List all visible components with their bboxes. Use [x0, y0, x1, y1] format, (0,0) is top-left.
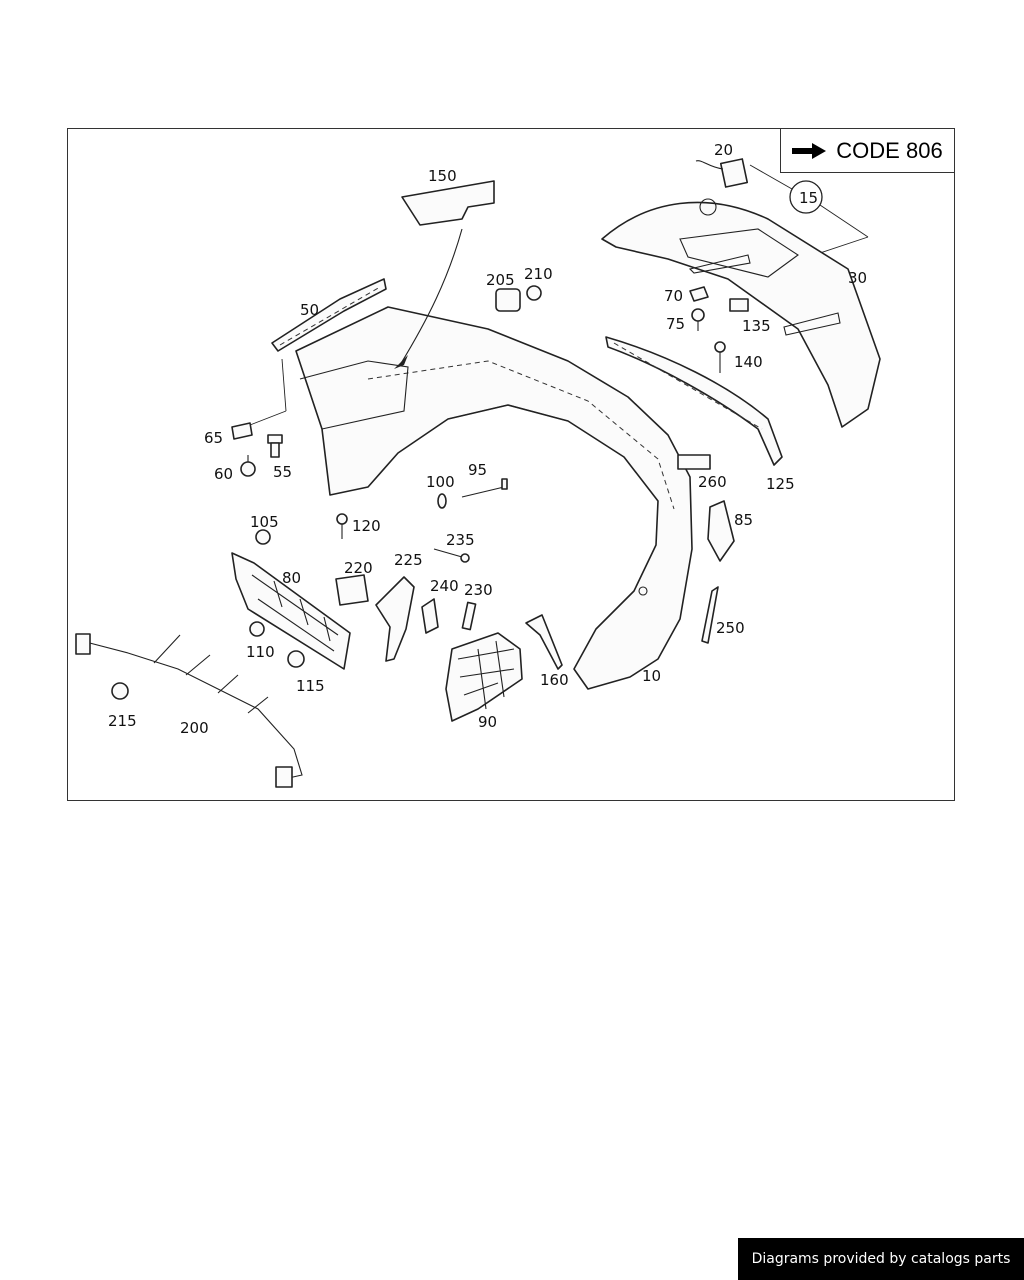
part-260-connector-block[interactable]	[677, 454, 711, 470]
part-115-nut[interactable]	[287, 650, 305, 668]
label-215: 215	[108, 712, 137, 730]
parts-diagram-frame: 10 15 20 30 50 55 60 65 70 75 80 85 90 9…	[67, 128, 955, 801]
part-205-sensor[interactable]	[495, 288, 521, 312]
label-250: 250	[716, 619, 745, 637]
callout-15-group	[749, 164, 869, 258]
footer-credit: Diagrams provided by catalogs parts	[738, 1238, 1024, 1280]
label-30: 30	[848, 269, 867, 287]
label-260: 260	[698, 473, 727, 491]
part-10-bumper-cover[interactable]	[295, 306, 693, 690]
label-95: 95	[468, 461, 487, 479]
part-200-wiring-harness[interactable]	[75, 633, 303, 788]
bumper-exploded-diagram: 10 15 20 30 50 55 60 65 70 75 80 85 90 9…	[75, 141, 881, 788]
part-80-mounting-bracket[interactable]	[231, 552, 351, 670]
part-20-sensor-connector[interactable]	[695, 158, 749, 188]
part-240-bracket[interactable]	[421, 598, 439, 634]
label-200: 200	[180, 719, 209, 737]
label-120: 120	[352, 517, 381, 535]
part-210-ring[interactable]	[526, 285, 542, 301]
label-50: 50	[300, 301, 319, 319]
label-205: 205	[486, 271, 515, 289]
arrow-right-icon	[792, 142, 827, 159]
code-label: CODE 806	[836, 137, 943, 163]
label-220: 220	[344, 559, 373, 577]
label-70: 70	[664, 287, 683, 305]
label-80: 80	[282, 569, 301, 587]
label-15: 15	[799, 189, 818, 207]
label-125: 125	[766, 475, 795, 493]
label-105: 105	[250, 513, 279, 531]
part-100-washer[interactable]	[437, 493, 447, 509]
label-10: 10	[642, 667, 661, 685]
label-140: 140	[734, 353, 763, 371]
part-140-rivet[interactable]	[714, 341, 726, 373]
part-85-side-bracket[interactable]	[707, 500, 735, 562]
label-90: 90	[478, 713, 497, 731]
label-135: 135	[742, 317, 771, 335]
label-55: 55	[273, 463, 292, 481]
part-120-clip[interactable]	[336, 513, 348, 539]
label-65: 65	[204, 429, 223, 447]
callout-labels: 10 15 20 30 50 55 60 65 70 75 80 85 90 9…	[108, 141, 867, 737]
label-100: 100	[426, 473, 455, 491]
part-50-upper-trim-strip[interactable]	[271, 278, 387, 352]
part-150-pad[interactable]	[401, 180, 495, 226]
part-110-grommet[interactable]	[249, 621, 265, 637]
label-85: 85	[734, 511, 753, 529]
label-235: 235	[446, 531, 475, 549]
label-210: 210	[524, 265, 553, 283]
part-220-pad[interactable]	[335, 574, 369, 606]
label-225: 225	[394, 551, 423, 569]
label-160: 160	[540, 671, 569, 689]
part-70-clip[interactable]	[689, 286, 709, 302]
part-105-nut[interactable]	[255, 529, 271, 545]
part-125-lower-spoiler-strip[interactable]	[605, 336, 783, 466]
code-806-box: CODE 806	[780, 129, 954, 173]
label-240: 240	[430, 577, 459, 595]
label-230: 230	[464, 581, 493, 599]
part-30-rear-diffuser[interactable]	[601, 198, 881, 428]
arrow-150-indicator	[394, 228, 463, 369]
part-60-clip[interactable]	[240, 455, 256, 477]
part-215-sensor[interactable]	[111, 682, 129, 700]
label-60: 60	[214, 465, 233, 483]
part-235-rivet[interactable]	[433, 548, 470, 563]
part-55-bolt[interactable]	[267, 434, 283, 458]
part-75-screw[interactable]	[691, 308, 705, 331]
part-160-trim-piece[interactable]	[525, 614, 563, 670]
part-225-holder[interactable]	[375, 576, 415, 662]
part-90-lower-bracket[interactable]	[445, 632, 523, 722]
part-250-reflector-strip[interactable]	[701, 586, 719, 644]
part-230-clip[interactable]	[461, 601, 477, 631]
part-65-nut-clip[interactable]	[231, 358, 287, 440]
label-75: 75	[666, 315, 685, 333]
label-115: 115	[296, 677, 325, 695]
label-20: 20	[714, 141, 733, 159]
label-110: 110	[246, 643, 275, 661]
part-95-pin[interactable]	[461, 478, 508, 498]
part-135-bracket[interactable]	[729, 298, 749, 312]
label-150: 150	[428, 167, 457, 185]
